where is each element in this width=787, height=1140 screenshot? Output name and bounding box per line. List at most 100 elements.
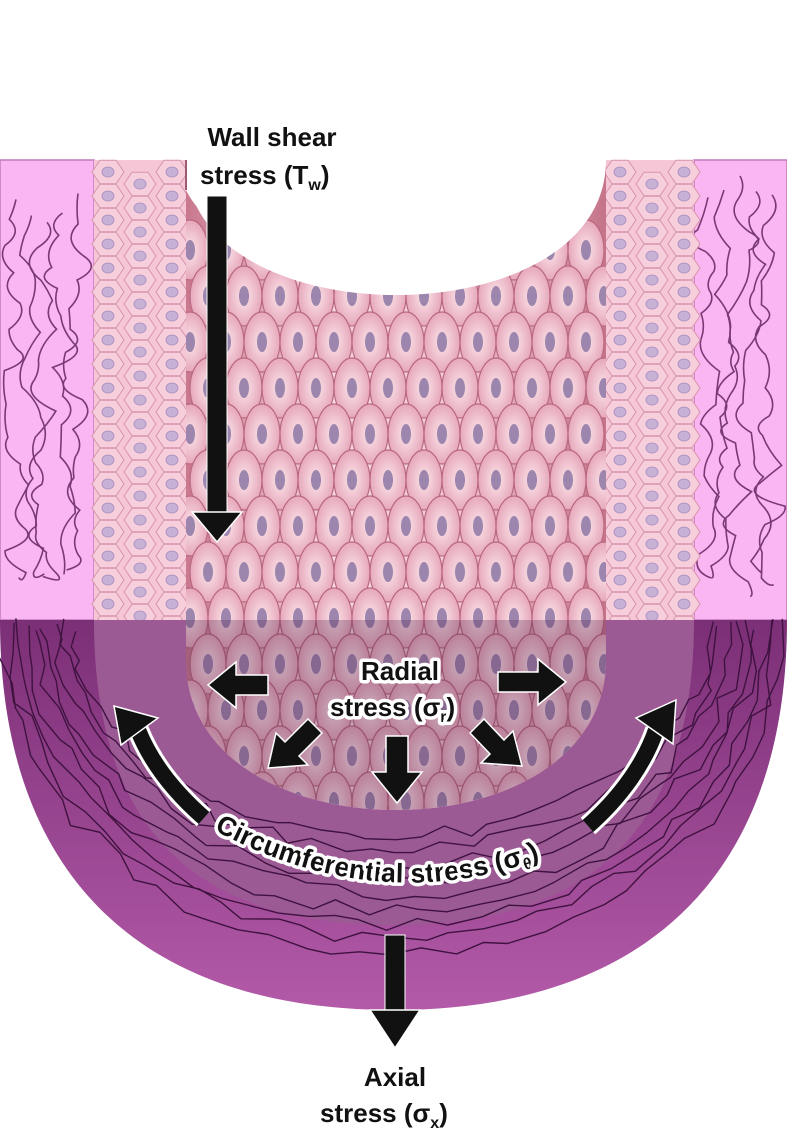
cell-nucleus [645, 274, 659, 286]
cell-nucleus [613, 214, 627, 226]
cell-nucleus [581, 700, 591, 720]
cell-nucleus [275, 378, 285, 398]
cell-nucleus [613, 382, 627, 394]
cell-nucleus [165, 550, 179, 562]
cell-nucleus [275, 470, 285, 490]
cell-nucleus [133, 442, 147, 454]
cell-nucleus [581, 424, 591, 444]
cell-nucleus [257, 516, 267, 536]
cell-nucleus [293, 424, 303, 444]
cell-nucleus [293, 516, 303, 536]
cell-nucleus [491, 562, 501, 582]
wall-shear-arrow [190, 195, 244, 544]
cell-nucleus [383, 654, 393, 674]
lumen-opening [186, 160, 606, 295]
endothelial-cells [186, 219, 606, 810]
cell-nucleus [239, 378, 249, 398]
cell-nucleus [203, 654, 213, 674]
cell-nucleus [527, 470, 537, 490]
cell-nucleus [133, 466, 147, 478]
cell-nucleus [613, 310, 627, 322]
collagen-fiber [28, 625, 758, 916]
cell-nucleus [455, 470, 465, 490]
arrow-left-icon [206, 660, 269, 710]
cell-nucleus [275, 562, 285, 582]
cell-nucleus [581, 240, 591, 260]
adventitia-fibers-upper [1, 175, 786, 598]
cell-nucleus [133, 586, 147, 598]
cell-nucleus [527, 746, 537, 766]
collagen-fiber [735, 190, 772, 574]
cell-nucleus [419, 562, 429, 582]
cell-nucleus [311, 378, 321, 398]
cell-nucleus [365, 700, 375, 720]
radial-arrow-left [206, 660, 269, 710]
cell-nucleus [239, 654, 249, 674]
radial-label-line1: Radial [361, 656, 439, 686]
cell-nucleus [645, 322, 659, 334]
arrow-right-icon [497, 657, 568, 707]
cell-nucleus [239, 746, 249, 766]
cell-nucleus [133, 178, 147, 190]
cell-nucleus [365, 516, 375, 536]
cell-nucleus [365, 792, 375, 810]
cell-nucleus [311, 470, 321, 490]
cell-nucleus [599, 470, 606, 490]
cell-nucleus [165, 454, 179, 466]
cell-nucleus [677, 334, 691, 346]
arrow-down-icon [370, 735, 424, 805]
cell-nucleus [563, 654, 573, 674]
cell-nucleus [133, 514, 147, 526]
cell-nucleus [186, 424, 195, 444]
cell-nucleus [365, 424, 375, 444]
cell-nucleus [437, 700, 447, 720]
cell-nucleus [677, 214, 691, 226]
cell-nucleus [383, 470, 393, 490]
media-cells [91, 159, 701, 653]
cell-nucleus [599, 378, 606, 398]
cell-nucleus [329, 332, 339, 352]
cell-nucleus [329, 516, 339, 536]
cell-nucleus [419, 378, 429, 398]
cell-nucleus [101, 190, 115, 202]
collagen-fiber [59, 618, 718, 854]
cell-nucleus [545, 608, 555, 628]
cell-nucleus [437, 332, 447, 352]
cell-nucleus [329, 424, 339, 444]
collagen-fiber [39, 621, 744, 885]
cell-nucleus [645, 370, 659, 382]
cell-nucleus [186, 240, 195, 260]
collagen-fiber [1, 199, 30, 581]
radial-arrow-down-right [468, 717, 523, 767]
cell-nucleus [677, 262, 691, 274]
cell-nucleus [491, 378, 501, 398]
cell-nucleus [203, 562, 213, 582]
cell-nucleus [491, 286, 501, 306]
cell-nucleus [473, 608, 483, 628]
cell-nucleus [419, 470, 429, 490]
cell-nucleus [165, 502, 179, 514]
radial-arrow-right [497, 657, 568, 707]
cell-nucleus [613, 190, 627, 202]
cell-nucleus [101, 334, 115, 346]
cell-nucleus [257, 424, 267, 444]
cell-nucleus [165, 334, 179, 346]
collagen-fiber [62, 193, 93, 571]
cell-nucleus [221, 700, 231, 720]
cell-nucleus [165, 310, 179, 322]
cell-nucleus [133, 610, 147, 622]
cell-nucleus [645, 178, 659, 190]
cell-nucleus [311, 654, 321, 674]
cell-nucleus [677, 502, 691, 514]
cell-nucleus [165, 166, 179, 178]
cell-nucleus [527, 286, 537, 306]
cell-nucleus [275, 286, 285, 306]
cell-nucleus [613, 286, 627, 298]
cell-nucleus [677, 574, 691, 586]
cell-nucleus [401, 792, 411, 810]
cell-nucleus [677, 454, 691, 466]
cell-nucleus [383, 378, 393, 398]
cell-nucleus [455, 378, 465, 398]
cell-nucleus [645, 514, 659, 526]
arrow-down-left-icon [267, 717, 324, 769]
